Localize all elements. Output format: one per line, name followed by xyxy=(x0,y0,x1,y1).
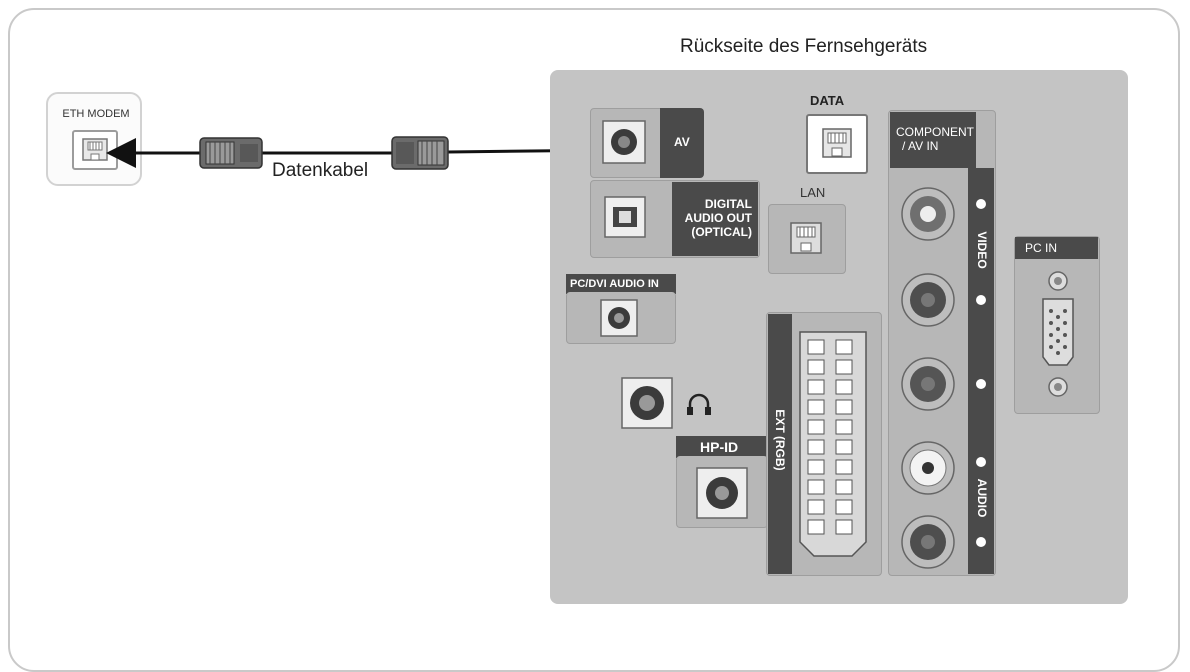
cable-label: Datenkabel xyxy=(272,160,369,181)
rca-pr-jack-icon xyxy=(901,357,955,411)
rj45-plug-left-icon xyxy=(199,137,263,169)
hp-id-label: HP-ID xyxy=(700,439,739,455)
optical-port-icon xyxy=(604,196,646,238)
rca-video-jack-icon xyxy=(901,187,955,241)
digital-audio-label-1: DIGITAL xyxy=(704,197,752,211)
pc-dvi-audio-box xyxy=(566,292,676,344)
eth-modem-label: ETH MODEM xyxy=(62,108,130,120)
rca-audio-r-jack-icon xyxy=(901,515,955,569)
ext-rgb-label-tab: EXT (RGB) xyxy=(768,314,792,574)
av-label: AV xyxy=(674,135,690,149)
component-rca-jacks xyxy=(901,187,986,569)
component-label-1: COMPONENT xyxy=(896,125,974,139)
hp-id-jack-icon xyxy=(696,467,748,519)
av-label-tab: AV xyxy=(660,108,704,178)
digital-audio-label-2: AUDIO OUT xyxy=(684,211,752,225)
diagram-title: Rückseite des Fernsehgeräts xyxy=(680,36,928,57)
data-port-icon xyxy=(822,128,852,158)
vga-port-icon xyxy=(1042,271,1074,397)
data-port-label: DATA xyxy=(810,93,845,108)
pc-dvi-audio-jack-icon xyxy=(600,299,638,337)
pc-in-label-box: PC IN xyxy=(1015,237,1098,259)
pc-dvi-audio-label-box: PC/DVI AUDIO IN xyxy=(566,274,676,294)
component-label-2: / AV IN xyxy=(902,139,939,153)
hp-id-label-box: HP-ID xyxy=(676,436,768,458)
lan-port-box xyxy=(768,204,846,274)
rca-audio-l-jack-icon xyxy=(901,441,955,495)
rj45-plug-right-icon xyxy=(391,136,449,170)
lan-port-icon xyxy=(790,222,822,254)
component-label-box: COMPONENT / AV IN xyxy=(890,112,976,168)
digital-audio-label-3: (OPTICAL) xyxy=(691,225,752,239)
pc-in-label: PC IN xyxy=(1025,241,1058,255)
pc-dvi-audio-label: PC/DVI AUDIO IN xyxy=(570,278,659,290)
rca-pb-jack-icon xyxy=(901,273,955,327)
digital-audio-label-box: DIGITAL AUDIO OUT (OPTICAL) xyxy=(672,182,758,256)
scart-connector-icon xyxy=(799,331,867,557)
hp-id-box xyxy=(676,456,768,528)
component-side-strip xyxy=(968,168,994,574)
headphone-jack xyxy=(621,377,711,429)
av-audio-port-box xyxy=(590,108,668,178)
lan-label: LAN xyxy=(800,185,826,200)
pc-in-box: PC IN xyxy=(1014,236,1100,414)
ext-rgb-label: EXT (RGB) xyxy=(773,409,787,471)
data-port xyxy=(806,114,868,174)
